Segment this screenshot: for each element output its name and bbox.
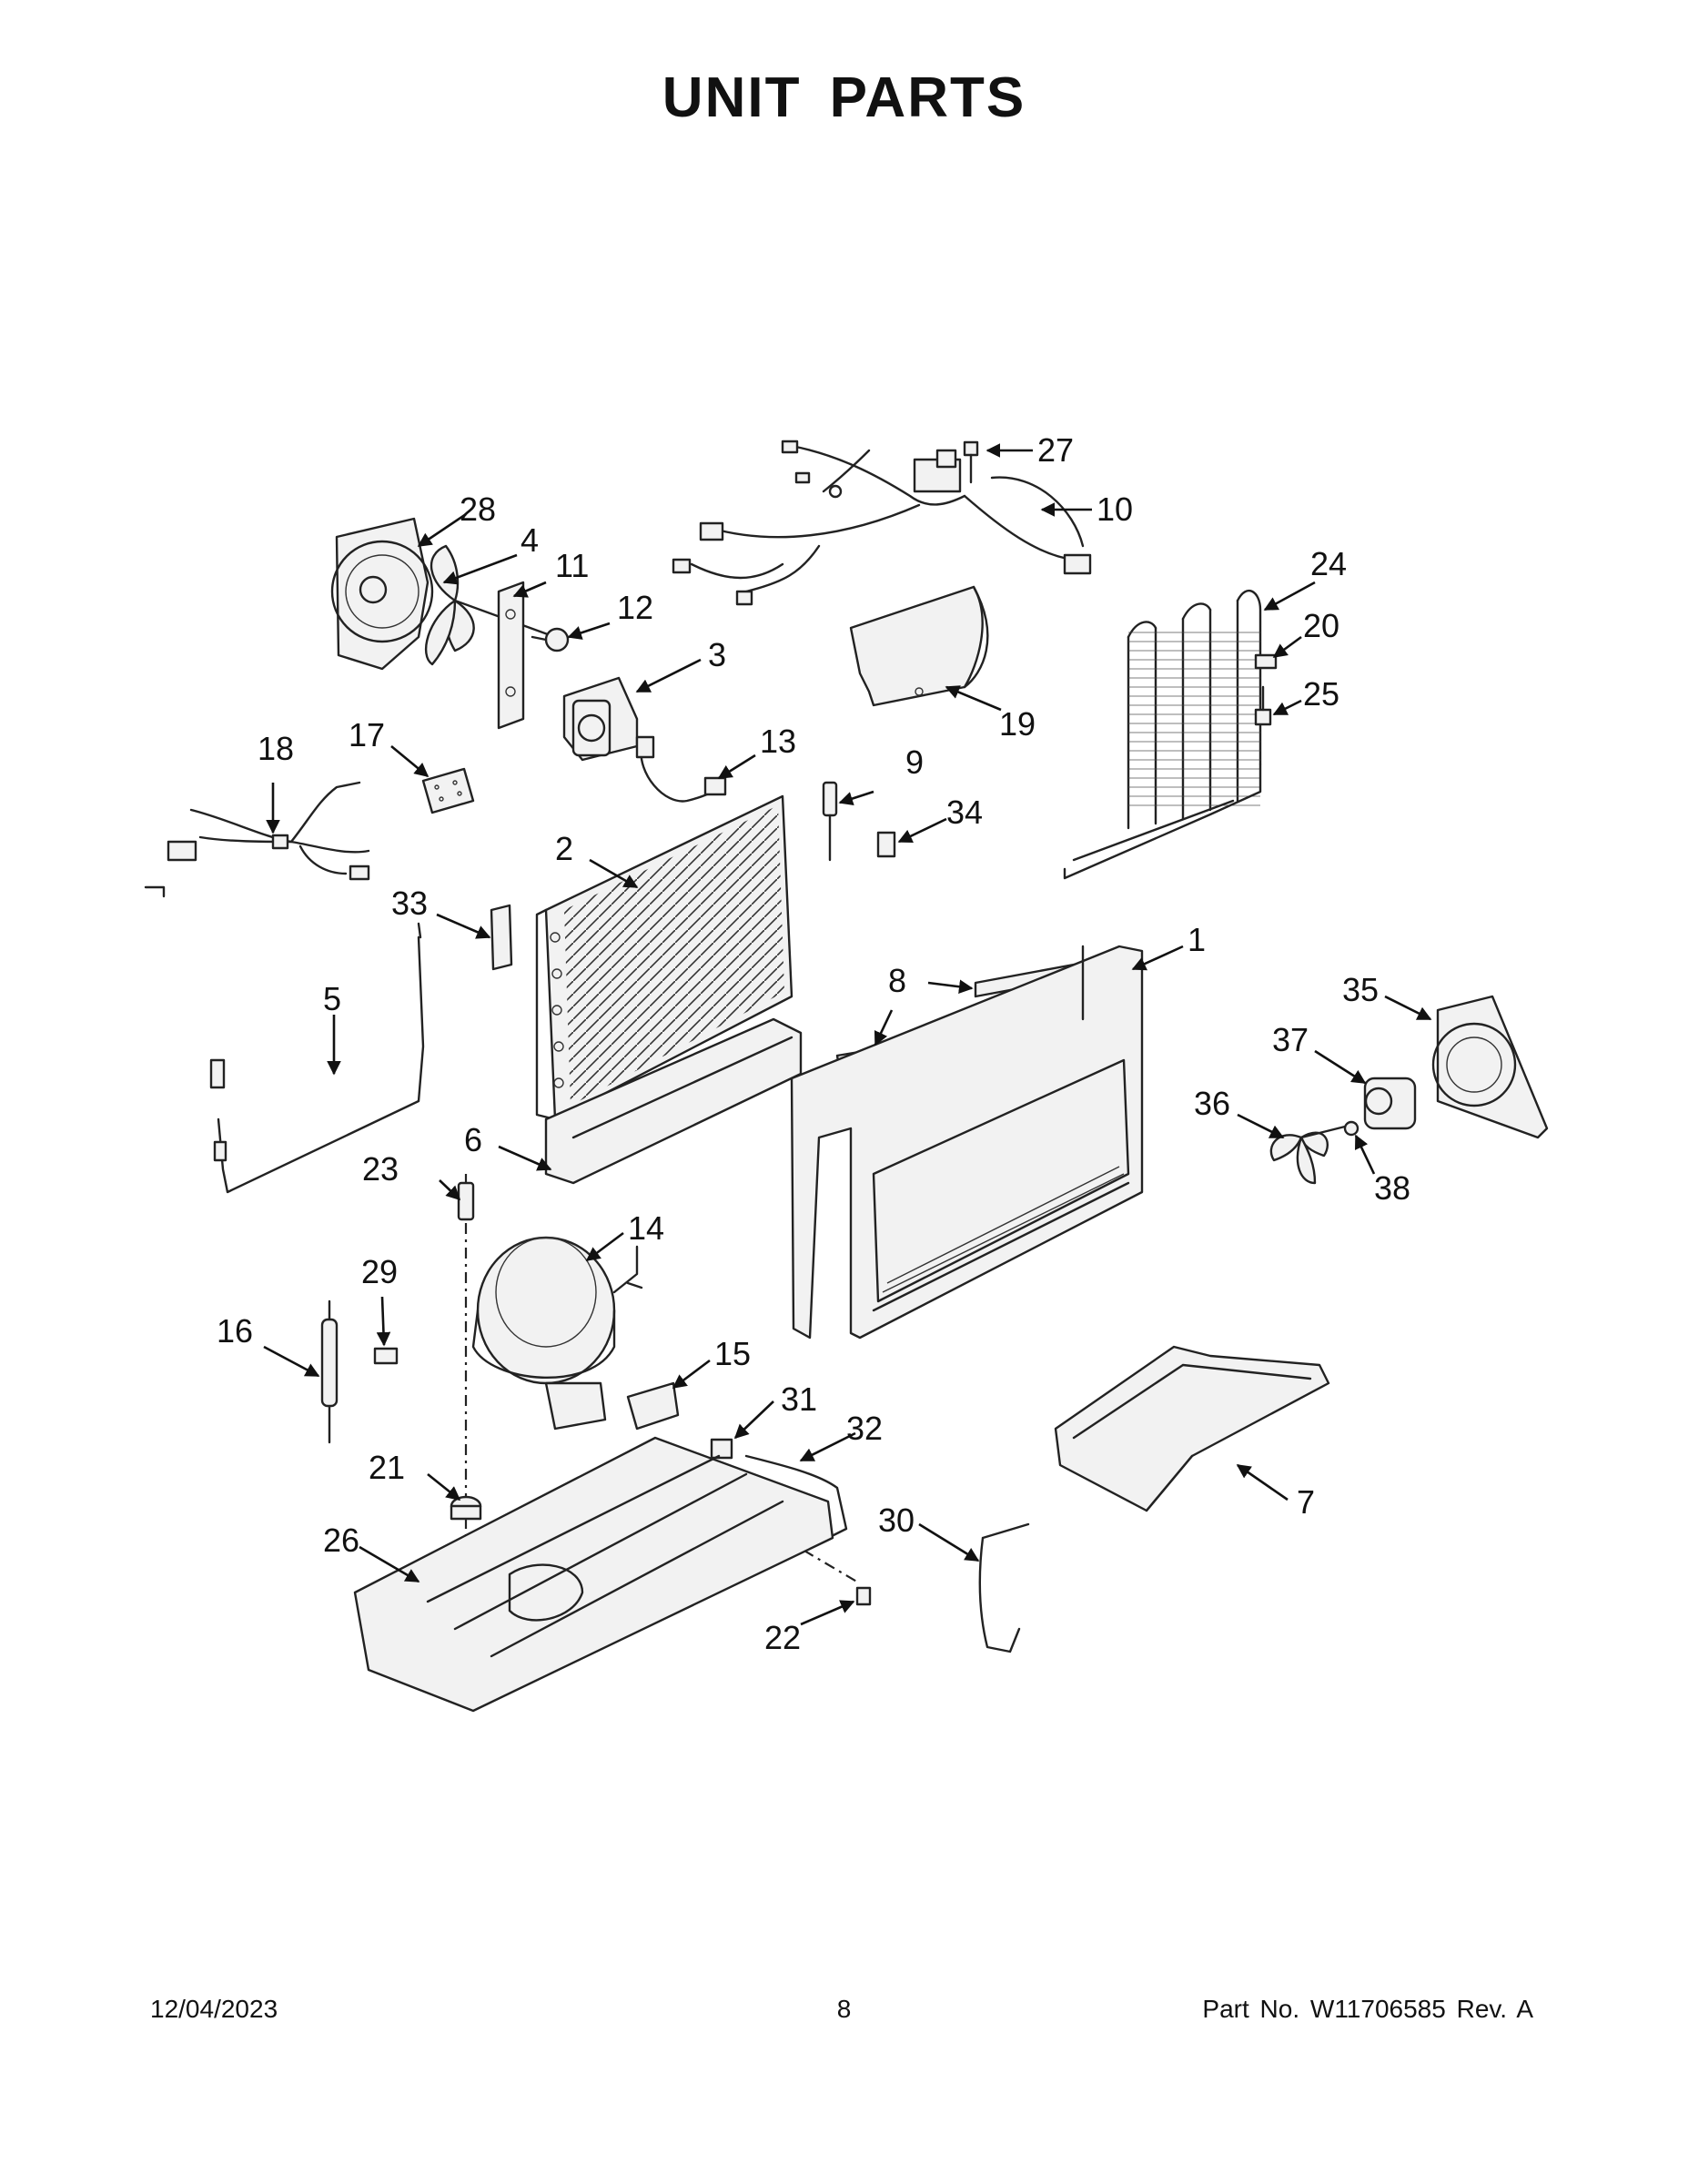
evaporator-bracket: [490, 904, 513, 971]
callout-12: 12: [617, 589, 653, 626]
leader-lines: [263, 443, 1432, 1626]
callout-36: 36: [1194, 1085, 1230, 1122]
callout-20: 20: [1303, 607, 1339, 644]
callout-3: 3: [708, 636, 726, 673]
callout-21: 21: [369, 1449, 405, 1486]
tube: [744, 1454, 848, 1540]
callout-22: 22: [764, 1619, 801, 1656]
base-screw: [855, 1586, 872, 1606]
valve: [457, 1181, 475, 1221]
condenser-fan-shroud: [330, 517, 434, 671]
callout-18: 18: [258, 730, 294, 767]
callout-7: 7: [1297, 1483, 1315, 1521]
callout-37: 37: [1272, 1021, 1309, 1058]
drain-tube: [978, 1522, 1030, 1653]
callout-35: 35: [1342, 971, 1379, 1008]
callout-17: 17: [349, 716, 385, 753]
footer-page-number: 8: [836, 1995, 852, 2023]
coil-screw: [1254, 685, 1272, 726]
start-relay: [626, 1381, 680, 1431]
footer-part-number: Part No. W11706585 Rev. A: [1202, 1995, 1533, 2023]
compressor-cover: [849, 585, 989, 707]
callout-labels: 28 4 11 12 3 13 27 10 19 24 20 25 18 17 …: [217, 431, 1410, 1656]
harness-screw: [963, 440, 979, 484]
callout-24: 24: [1310, 545, 1347, 582]
page-title: UNIT PARTS: [662, 66, 1026, 129]
condenser-fan-motor: [562, 676, 639, 762]
fan-bracket: [497, 581, 525, 730]
compressor: [471, 1236, 643, 1431]
callout-38: 38: [1374, 1169, 1410, 1207]
sensor-wire-harness: [144, 781, 370, 898]
grommet: [450, 1495, 482, 1521]
callout-31: 31: [781, 1380, 817, 1418]
callout-26: 26: [323, 1522, 359, 1559]
evaporator: [535, 794, 793, 1121]
callout-32: 32: [846, 1410, 883, 1447]
callout-23: 23: [362, 1150, 399, 1188]
callout-13: 13: [760, 723, 796, 760]
evaporator-fan-blade: [1269, 1122, 1358, 1185]
callout-8: 8: [888, 962, 906, 999]
callout-16: 16: [217, 1312, 253, 1350]
callout-27: 27: [1037, 431, 1074, 469]
callout-4: 4: [521, 521, 539, 559]
callout-29: 29: [361, 1253, 398, 1290]
fan-motor-wire-harness: [635, 735, 727, 803]
callout-33: 33: [391, 885, 428, 922]
callout-15: 15: [714, 1335, 751, 1372]
callout-5: 5: [323, 980, 341, 1017]
evaporator-fan-motor: [1363, 1077, 1417, 1130]
callout-19: 19: [999, 705, 1036, 743]
callout-28: 28: [460, 490, 496, 528]
main-wire-harness: [672, 440, 1092, 606]
condenser-fan-blade: [424, 544, 557, 666]
callout-30: 30: [878, 1502, 915, 1539]
drain-plug: [822, 781, 838, 862]
coil-clip: [1254, 653, 1278, 670]
control-board: [421, 767, 475, 814]
callout-6: 6: [464, 1121, 482, 1158]
thermistor: [209, 922, 425, 1194]
callout-11: 11: [555, 547, 589, 584]
compressor-clip: [373, 1347, 399, 1365]
callout-2: 2: [555, 830, 573, 867]
clip: [876, 831, 896, 858]
drain-pan: [1054, 1345, 1330, 1512]
callout-1: 1: [1188, 921, 1206, 958]
evaporator-fan-shroud: [1431, 995, 1549, 1139]
base-plate: [353, 1436, 834, 1713]
callout-9: 9: [905, 743, 924, 781]
callout-14: 14: [628, 1209, 664, 1247]
evaporator-cover: [790, 945, 1144, 1340]
callout-34: 34: [946, 794, 983, 831]
nut: [1343, 1120, 1359, 1137]
screw: [531, 627, 570, 652]
callout-10: 10: [1097, 490, 1133, 528]
filter-drier: [320, 1299, 339, 1444]
relay-cover: [710, 1438, 733, 1460]
callout-25: 25: [1303, 675, 1339, 713]
condenser-coil: [1063, 589, 1262, 880]
footer-date: 12/04/2023: [150, 1995, 278, 2023]
